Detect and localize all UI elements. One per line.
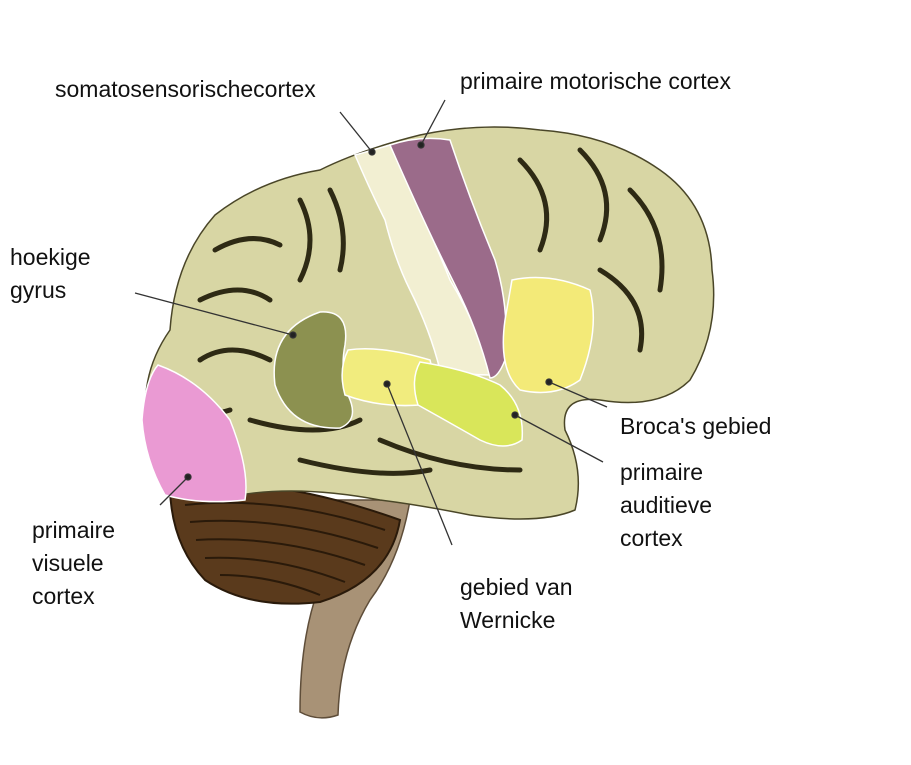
label-line: auditieve bbox=[620, 492, 713, 518]
region-auditory bbox=[413, 361, 524, 447]
label-line: hoekige bbox=[10, 244, 91, 270]
label-line: primaire bbox=[620, 459, 704, 485]
label-primary-visual-cortex: primaire visuele cortex bbox=[32, 514, 115, 613]
label-line: primaire bbox=[32, 517, 116, 543]
cerebellum-folds bbox=[184, 501, 386, 596]
leader-lines bbox=[134, 99, 608, 546]
label-wernicke-area: gebied van Wernicke bbox=[460, 571, 573, 637]
label-line: Wernicke bbox=[460, 607, 556, 633]
label-angular-gyrus: hoekige gyrus bbox=[10, 241, 91, 307]
label-primary-auditory-cortex: primaire auditieve cortex bbox=[620, 456, 712, 555]
region-visual bbox=[141, 364, 247, 503]
region-broca bbox=[502, 276, 595, 394]
label-primary-motor-cortex: primaire motorische cortex bbox=[460, 68, 731, 94]
label-line: gyrus bbox=[10, 277, 67, 303]
label-somatosensory-cortex: somatosensorischecortex bbox=[55, 76, 316, 102]
label-line: gebied van bbox=[460, 574, 573, 600]
label-line: cortex bbox=[620, 525, 683, 551]
label-broca-area: Broca's gebied bbox=[620, 413, 772, 439]
region-angular-gyrus bbox=[273, 311, 354, 429]
label-line: visuele bbox=[32, 550, 104, 576]
label-line: cortex bbox=[32, 583, 95, 609]
